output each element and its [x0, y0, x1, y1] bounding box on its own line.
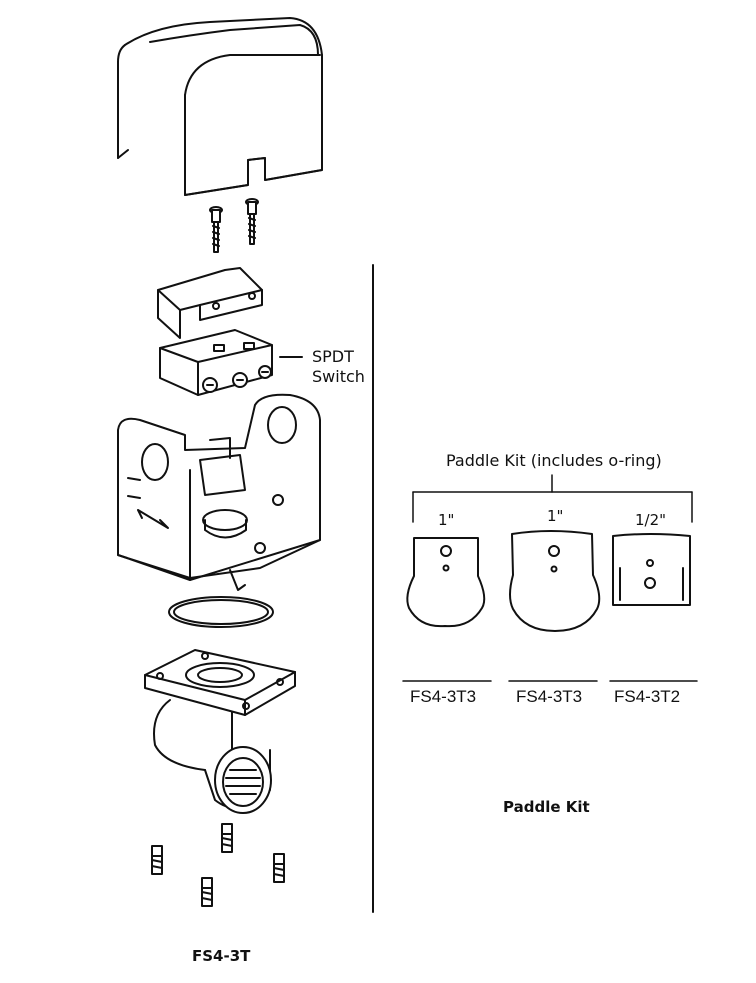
paddle-1-size: 1": [438, 511, 455, 529]
paddle-1-part-number: FS4-3T3: [410, 687, 477, 706]
paddle-3: [612, 533, 691, 606]
spdt-switch-label-line2: Switch: [312, 367, 365, 386]
paddle-2-part-number: FS4-3T3: [516, 687, 583, 706]
switch-cover: [117, 17, 323, 196]
paddle-3-part-number: FS4-3T2: [614, 687, 681, 706]
switch-bracket: [157, 267, 263, 339]
switch-housing: [117, 393, 321, 591]
assembly-title: FS4-3T: [192, 947, 251, 965]
paddle-1: [406, 537, 486, 628]
spdt-switch: [159, 329, 273, 396]
o-ring: [168, 596, 274, 628]
paddle-kit-bracket: [412, 474, 693, 523]
paddle-3-size: 1/2": [635, 511, 667, 529]
paddle-2: [509, 530, 601, 632]
tee-body: [144, 649, 296, 814]
spdt-switch-label-line1: SPDT: [312, 347, 354, 366]
paddle-kit-header: Paddle Kit (includes o-ring): [446, 451, 662, 470]
flange-screws: [151, 823, 285, 907]
cover-screws: [209, 198, 259, 253]
paddle-kit-title: Paddle Kit: [503, 798, 590, 816]
paddle-2-size: 1": [547, 507, 564, 525]
o-ring-inner: [173, 599, 269, 625]
spdt-switch-label: SPDT Switch: [312, 347, 365, 387]
